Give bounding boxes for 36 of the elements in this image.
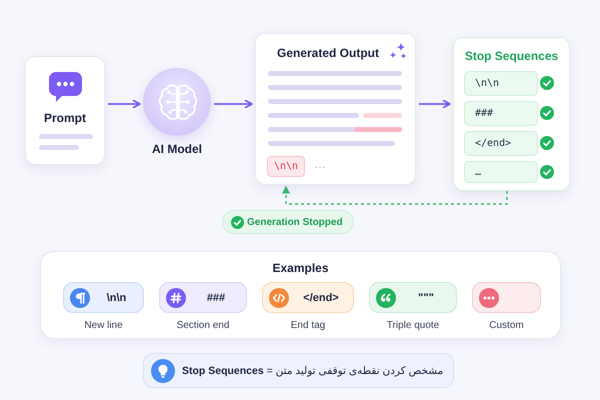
card-title: Generated Output	[276, 45, 380, 62]
example-code: """	[417, 291, 435, 306]
panel-title: Examples	[271, 260, 330, 277]
ellipsis-text: …	[314, 158, 326, 173]
arrow	[108, 100, 141, 108]
example-code: ###	[206, 291, 226, 306]
example-chip	[159, 282, 247, 313]
example-caption: Section end	[176, 319, 230, 333]
examples-panel	[40, 251, 561, 339]
example-caption: New line	[83, 319, 124, 333]
sequence-item: ###	[464, 101, 538, 126]
example-caption: End tag	[290, 319, 326, 333]
example-caption: Triple quote	[386, 319, 440, 333]
example-chip	[63, 282, 144, 313]
status-text: Generation Stopped	[247, 216, 344, 230]
sequence-item: …	[464, 161, 538, 183]
example-code: \n\n	[106, 291, 128, 306]
stop-token: \n\n	[267, 156, 305, 177]
sequence-item: \n\n	[464, 71, 538, 96]
tip-banner	[143, 353, 454, 388]
card-title: Stop Sequences	[464, 48, 560, 65]
sequence-item: </end>	[464, 131, 538, 156]
card-title: Prompt	[43, 110, 87, 127]
sequence-card	[453, 37, 570, 191]
arrow	[214, 100, 253, 108]
arrow	[419, 100, 451, 108]
output-card	[255, 33, 416, 185]
prompt-card	[25, 56, 105, 165]
example-caption: Custom	[488, 319, 525, 333]
example-code: </end>	[302, 291, 340, 306]
dashed-arrow	[282, 186, 508, 205]
example-chip	[262, 282, 354, 313]
example-chip	[369, 282, 457, 313]
example-chip	[472, 282, 541, 313]
model-label: AI Model	[151, 141, 203, 158]
status-pill	[222, 210, 354, 234]
